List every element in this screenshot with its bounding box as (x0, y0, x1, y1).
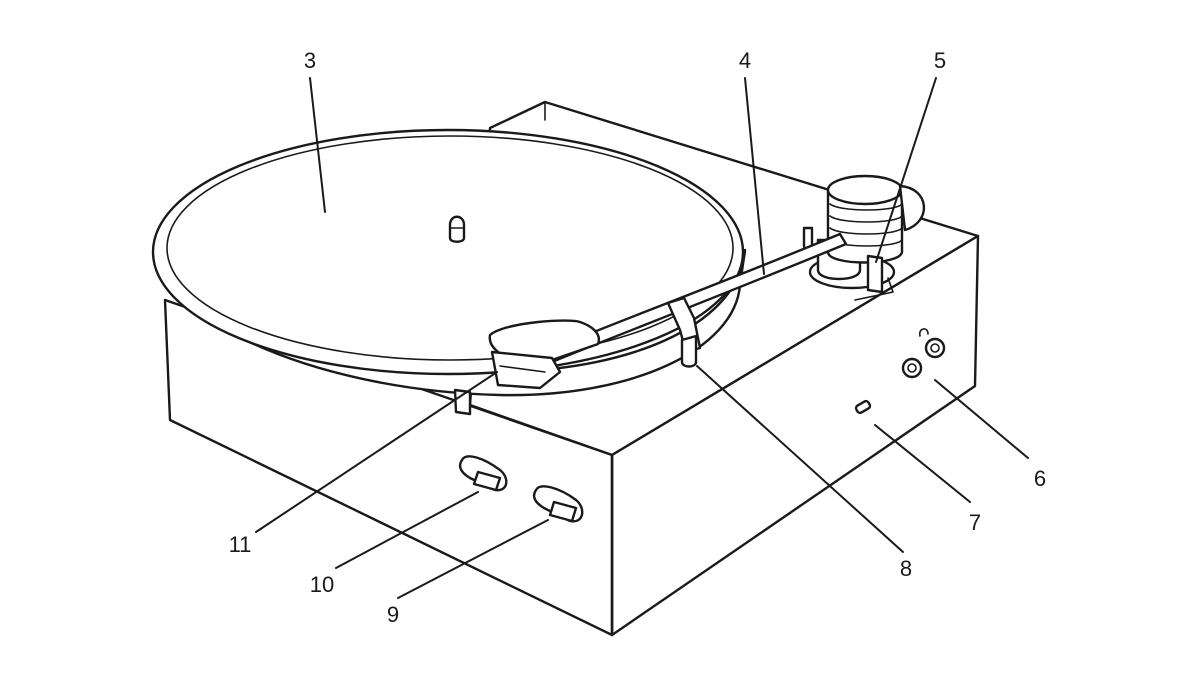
callout-7: 7 (969, 510, 981, 535)
rca-outputs (901, 328, 946, 379)
speed-switch (458, 455, 508, 492)
callout-9: 9 (387, 602, 399, 627)
callout-3: 3 (304, 48, 316, 73)
power-switch (532, 485, 584, 523)
lift-lever (866, 254, 884, 294)
usb-port (854, 399, 872, 415)
tonearm (543, 232, 848, 368)
platter-top (151, 128, 745, 376)
callout-4: 4 (739, 48, 751, 73)
headshell (488, 319, 601, 390)
leader-lines (255, 77, 1029, 599)
callout-5: 5 (934, 48, 946, 73)
callout-8: 8 (900, 556, 912, 581)
spindle (448, 215, 466, 243)
callout-6: 6 (1034, 466, 1046, 491)
callout-10: 10 (310, 572, 334, 597)
callout-11: 11 (229, 532, 252, 557)
platter (151, 128, 747, 397)
callout-labels: 3 4 5 6 7 8 9 10 11 (229, 48, 1047, 627)
